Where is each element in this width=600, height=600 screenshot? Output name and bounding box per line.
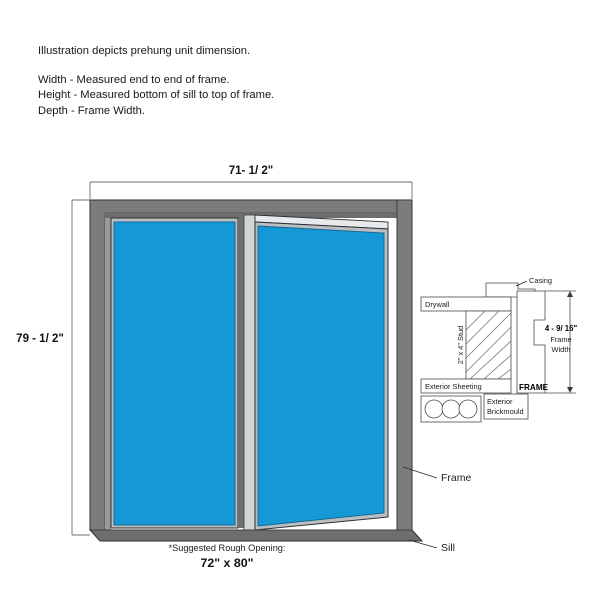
note-depth: Depth - Frame Width. xyxy=(38,104,145,117)
frame-callout-label: Frame xyxy=(441,472,471,484)
right-door-panel xyxy=(254,214,389,531)
rough-opening-note: *Suggested Rough Opening: xyxy=(169,543,286,553)
brickmould-label-box xyxy=(483,393,529,420)
exterior-sheeting-box xyxy=(420,378,512,394)
stud-label: 2" x 4" Stud xyxy=(456,326,465,365)
casing-label: Casing xyxy=(529,276,552,285)
left-door-panel xyxy=(110,217,239,529)
frame-left-bevel xyxy=(105,213,111,530)
left-door-glass xyxy=(113,221,236,526)
height-dimension-group: 79 - 1/ 2" xyxy=(16,199,90,536)
right-door-glass xyxy=(257,225,385,527)
frame-width-arrow-down xyxy=(567,387,573,393)
width-dimension-group: 71- 1/ 2" xyxy=(89,165,413,199)
stud-block: 2" x 4" Stud xyxy=(456,310,512,380)
meeting-stile xyxy=(238,214,256,531)
frame-right-jamb xyxy=(396,199,413,531)
brickmould-group: Exterior Brickmould xyxy=(420,393,529,423)
frame-width-arrow-up xyxy=(567,291,573,297)
sill-callout-leader xyxy=(408,539,438,549)
frame-width-value: 4 - 9/ 16" xyxy=(545,324,578,333)
frame-width-label-line1: Frame xyxy=(550,335,571,344)
note-width: Width - Measured end to end of frame. xyxy=(38,73,230,86)
prehung-door-unit xyxy=(88,199,424,542)
brickmould-label-line2: Brickmould xyxy=(487,407,524,416)
drywall-label: Drywall xyxy=(425,300,450,309)
sill-group xyxy=(88,529,424,542)
cross-section-detail: Casing Drywall xyxy=(420,276,578,423)
casing-leader xyxy=(515,280,528,287)
height-dimension-label: 79 - 1/ 2" xyxy=(16,333,64,345)
exterior-sheeting-label: Exterior Sheeting xyxy=(425,382,482,391)
frame-width-label-line2: Width xyxy=(552,345,571,354)
brickmould-circle-1 xyxy=(424,399,444,419)
frame-jamb-profile xyxy=(516,290,546,394)
note-height: Height - Measured bottom of sill to top … xyxy=(38,89,275,102)
frame-section-label: FRAME xyxy=(519,383,549,392)
notes-block: Illustration depicts prehung unit dimens… xyxy=(38,44,418,119)
width-dimension-label: 71- 1/ 2" xyxy=(229,165,273,177)
brickmould-circle-2 xyxy=(441,399,461,419)
stud-hatching xyxy=(466,311,511,379)
meeting-stile-face xyxy=(243,214,256,531)
sill-slab xyxy=(88,529,424,542)
callout-sill-group: Sill xyxy=(408,539,455,554)
note-intro: Illustration depicts prehung unit dimens… xyxy=(38,45,251,57)
sill-callout-label: Sill xyxy=(441,542,455,554)
brickmould-label-line1: Exterior xyxy=(487,397,513,406)
brickmould-circle-3 xyxy=(458,399,478,419)
frame-callout-leader xyxy=(402,466,438,479)
rough-opening-group: *Suggested Rough Opening: 72" x 80" xyxy=(169,543,286,570)
frame-width-dimension: 4 - 9/ 16" Frame Width xyxy=(545,290,578,394)
rough-opening-value: 72" x 80" xyxy=(200,556,253,570)
callout-frame-group: Frame xyxy=(402,466,471,484)
meeting-stile-shadow xyxy=(238,218,244,528)
